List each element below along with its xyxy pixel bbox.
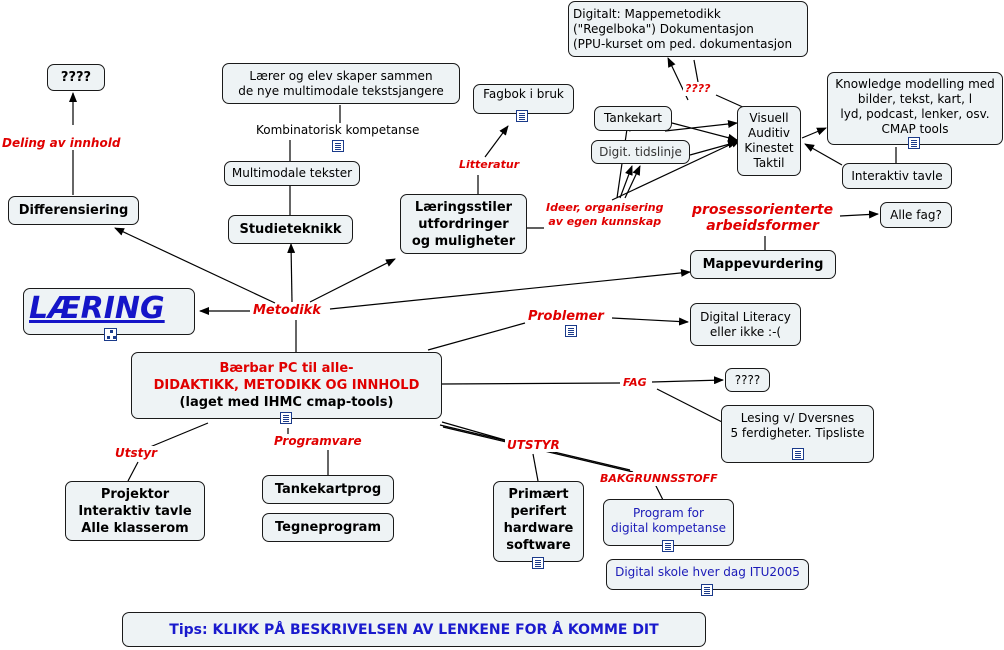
node-label: ????: [734, 372, 761, 387]
link-label-litteratur[interactable]: Litteratur: [457, 158, 522, 172]
document-icon[interactable]: [280, 412, 292, 424]
document-icon[interactable]: [565, 325, 577, 337]
node-question-top-left[interactable]: ????: [47, 64, 105, 91]
node-label: Interaktiv tavle: [851, 168, 943, 183]
node-laerer-elev[interactable]: Lærer og elev skaper sammen de nye multi…: [222, 63, 460, 104]
node-label: Lærer og elev skaper sammen de nye multi…: [238, 68, 444, 98]
node-label: Fagbok i bruk: [483, 87, 564, 101]
node-label: Visuell Auditiv Kinestet Taktil: [744, 111, 794, 170]
node-label: Program for digital kompetanse: [611, 506, 726, 535]
node-label: Multimodale tekster: [231, 166, 353, 180]
link-label-programvare[interactable]: Programvare: [272, 434, 364, 448]
concept-map-icon[interactable]: [104, 328, 117, 341]
node-label: ????: [60, 70, 92, 85]
node-differensiering[interactable]: Differensiering: [8, 196, 139, 225]
main-topic-title[interactable]: LÆRING: [29, 291, 165, 326]
node-digit-tidslinje[interactable]: Digit. tidslinje: [591, 140, 690, 164]
node-fagbok[interactable]: Fagbok i bruk: [473, 84, 574, 114]
node-primaert[interactable]: Primært perifert hardware software: [493, 481, 584, 562]
document-icon[interactable]: [662, 540, 674, 552]
node-label: Alle fag?: [890, 207, 942, 222]
link-label-problemer[interactable]: Problemer: [526, 309, 606, 324]
node-knowledge[interactable]: Knowledge modelling med bilder, tekst, k…: [827, 72, 1003, 145]
link-label-fag[interactable]: FAG: [621, 376, 649, 390]
document-icon[interactable]: [701, 584, 713, 596]
node-program-digital[interactable]: Program for digital kompetanse: [603, 499, 734, 546]
document-icon[interactable]: [792, 448, 804, 460]
link-label-kombinatorisk[interactable]: Kombinatorisk kompetanse: [254, 123, 422, 137]
node-label: Digit. tidslinje: [599, 144, 682, 159]
center-node[interactable]: Bærbar PC til alle- DIDAKTIKK, METODIKK …: [131, 352, 442, 419]
node-tankekartprog[interactable]: Tankekartprog: [262, 475, 394, 504]
node-question-fag[interactable]: ????: [725, 368, 770, 392]
node-label: Differensiering: [18, 203, 129, 218]
center-line-1: Bærbar PC til alle-: [219, 361, 354, 376]
node-label: Projektor Interaktiv tavle Alle klassero…: [78, 486, 192, 536]
node-tegneprogram[interactable]: Tegneprogram: [262, 513, 394, 542]
node-label: Tankekartprog: [274, 482, 382, 497]
link-label-question[interactable]: ????: [683, 82, 713, 96]
node-label: Digitalt: Mappemetodikk ("Regelboka") Do…: [573, 6, 793, 51]
node-mappevurdering[interactable]: Mappevurdering: [690, 250, 836, 279]
node-label: Mappevurdering: [702, 257, 824, 272]
node-alle-fag[interactable]: Alle fag?: [880, 202, 952, 228]
link-label-utstyr[interactable]: Utstyr: [113, 446, 160, 460]
center-line-3: (laget med IHMC cmap-tools): [179, 395, 394, 410]
tips-text: Tips: KLIKK PÅ BESKRIVELSEN AV LENKENE F…: [169, 621, 659, 638]
node-projektor[interactable]: Projektor Interaktiv tavle Alle klassero…: [65, 481, 205, 541]
node-label: Tankekart: [604, 111, 662, 125]
link-label-bakgrunn[interactable]: BAKGRUNNSSTOFF: [598, 472, 720, 486]
node-label: Digital skole hver dag ITU2005: [615, 565, 800, 579]
node-tankekart[interactable]: Tankekart: [594, 106, 672, 131]
node-visuell[interactable]: Visuell Auditiv Kinestet Taktil: [737, 106, 801, 176]
node-label: Lesing v/ Dversnes 5 ferdigheter. Tipsli…: [730, 411, 865, 440]
node-digital-literacy[interactable]: Digital Literacy eller ikke :-(: [690, 303, 801, 346]
document-icon[interactable]: [532, 557, 544, 569]
document-icon[interactable]: [908, 137, 920, 149]
node-label: Studieteknikk: [239, 222, 342, 237]
node-interaktiv-tavle[interactable]: Interaktiv tavle: [842, 163, 952, 189]
node-label: Digital Literacy eller ikke :-(: [700, 309, 791, 339]
center-line-2: DIDAKTIKK, METODIKK OG INNHOLD: [153, 378, 420, 393]
link-label-ideer[interactable]: Ideer, organisering av egen kunnskap: [544, 201, 666, 229]
node-multimodale-tekster[interactable]: Multimodale tekster: [224, 161, 360, 186]
document-icon[interactable]: [516, 110, 528, 122]
tips-banner[interactable]: Tips: KLIKK PÅ BESKRIVELSEN AV LENKENE F…: [122, 612, 706, 647]
node-label: Primært perifert hardware software: [503, 487, 574, 553]
node-laeringsstiler[interactable]: Læringsstiler utfordringer og muligheter: [400, 194, 527, 254]
node-label: Læringsstiler utfordringer og muligheter: [411, 199, 516, 249]
document-icon[interactable]: [332, 140, 344, 152]
link-label-prosess[interactable]: prosessorienterte arbeidsformer: [690, 202, 836, 234]
node-label: Tegneprogram: [274, 520, 382, 535]
link-label-utstyr-caps[interactable]: UTSTYR: [505, 438, 562, 452]
node-label: Knowledge modelling med bilder, tekst, k…: [835, 77, 995, 136]
link-label-metodikk[interactable]: Metodikk: [251, 303, 323, 318]
node-digitalt-mappe[interactable]: Digitalt: Mappemetodikk ("Regelboka") Do…: [568, 1, 808, 57]
link-label-deling[interactable]: Deling av innhold: [0, 136, 123, 150]
node-studieteknikk[interactable]: Studieteknikk: [228, 215, 353, 244]
